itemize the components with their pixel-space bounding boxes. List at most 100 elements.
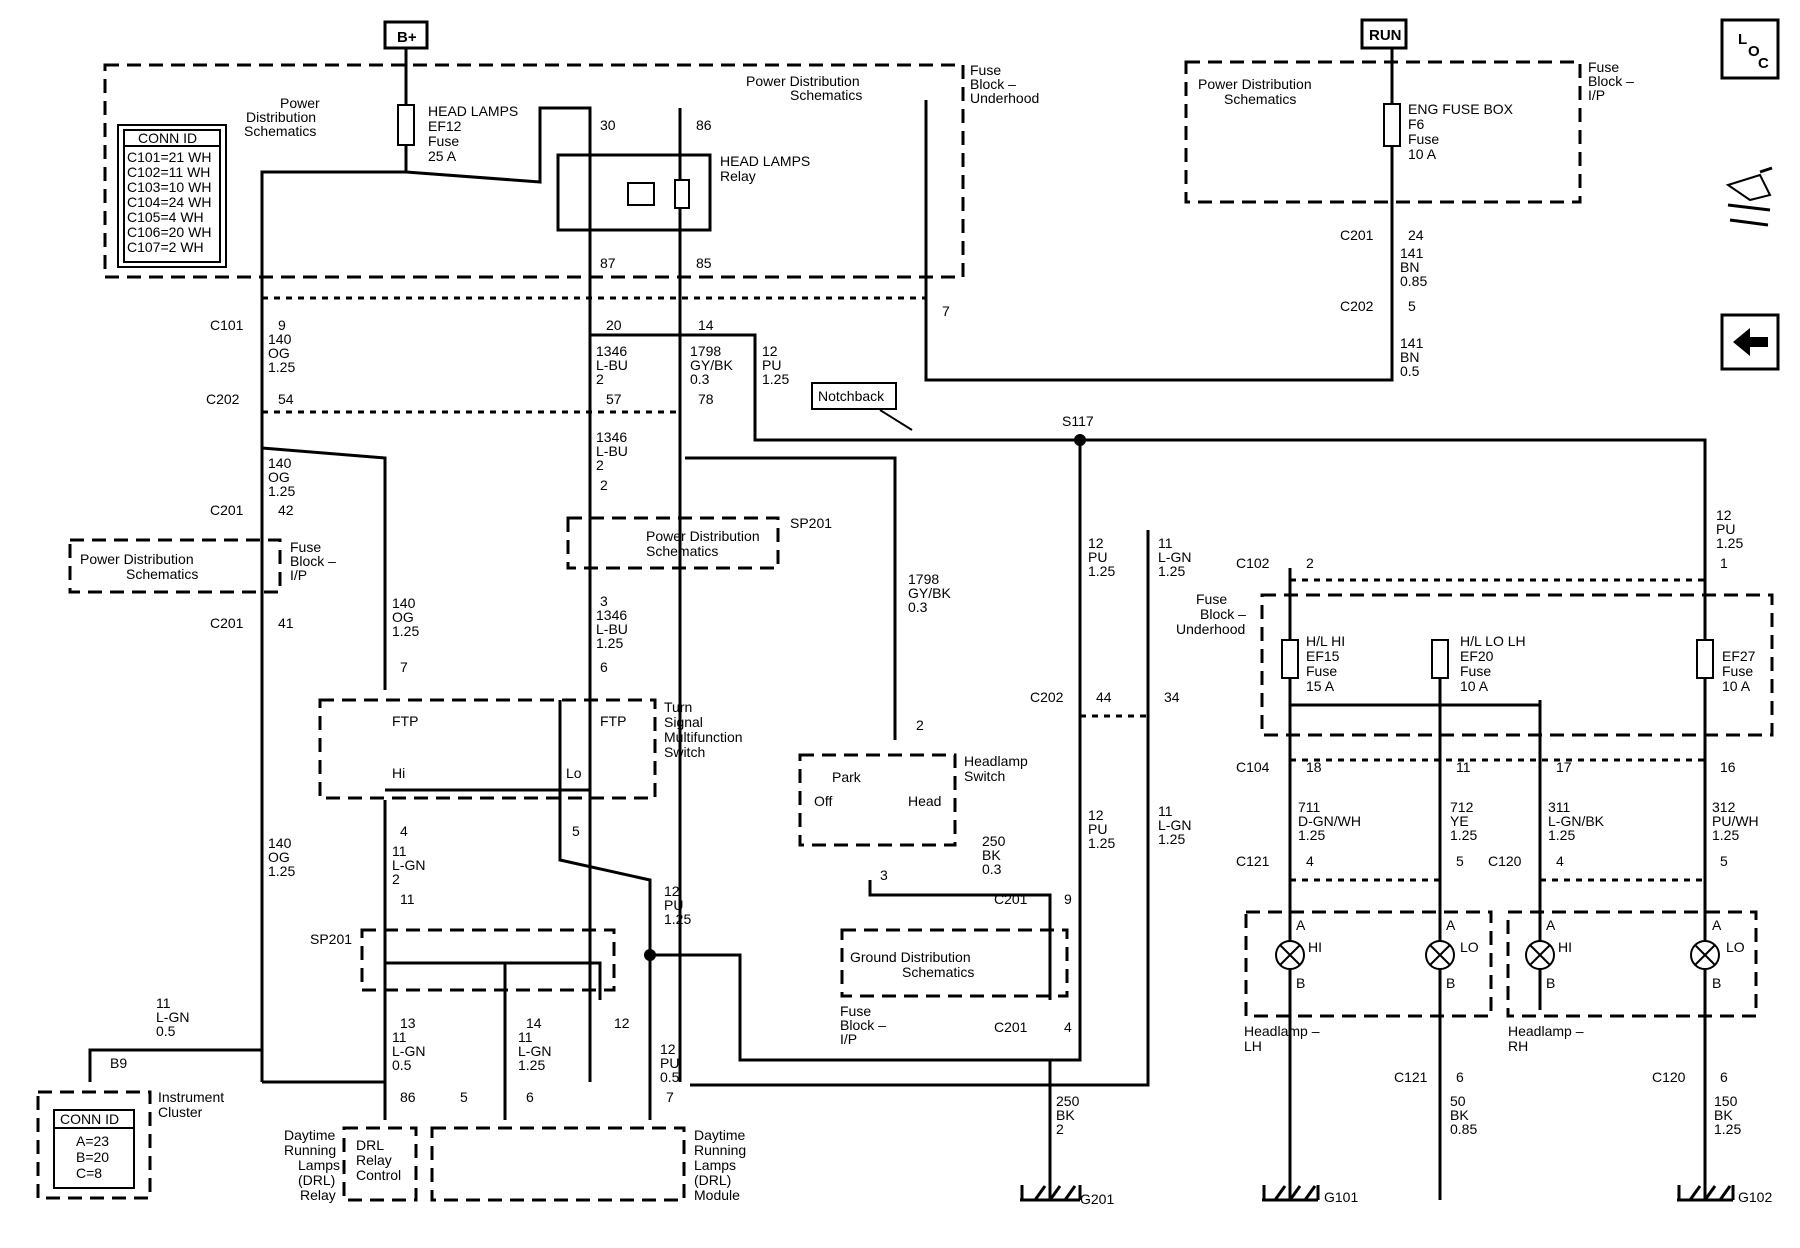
label-line: Distribution: [246, 109, 316, 125]
wire-spec: 140: [392, 595, 416, 611]
wire-spec: BN: [1400, 259, 1419, 275]
label-line: Signal: [664, 714, 703, 730]
label-line: Multifunction: [664, 729, 743, 745]
headlamp-rh-outline: [1506, 910, 1758, 1018]
headlamp-lh-outline: [1244, 910, 1493, 1018]
lo-label: Lo: [566, 765, 582, 781]
wire-spec: GY/BK: [908, 585, 951, 601]
pin-3: 3: [880, 867, 888, 883]
off-label: Off: [814, 793, 833, 809]
pin-86: 86: [696, 117, 712, 133]
label-line: Underhood: [1176, 621, 1245, 637]
wire-spec: L-BU: [596, 357, 628, 373]
wire-spec: 12: [1088, 807, 1104, 823]
wire-spec: PU: [762, 357, 781, 373]
wire-spec: 0.85: [1400, 273, 1427, 289]
wire-spec: 1798: [908, 571, 939, 587]
wire-spec: 0.3: [908, 599, 928, 615]
ground-dist-outline: [840, 928, 1069, 998]
wire-spec: 2: [596, 457, 604, 473]
run-source: [1360, 18, 1408, 50]
label-line: Lamps: [694, 1157, 736, 1173]
label-line: Schematics: [646, 543, 718, 559]
label-line: HEAD LAMPS: [720, 153, 810, 169]
sp201-upper-label: SP201: [790, 515, 832, 531]
connector-view-icon[interactable]: [1725, 166, 1773, 227]
headlamp-lh-lo-bulb: [1425, 940, 1455, 970]
wire-spec: 140: [268, 835, 292, 851]
wire-spec: BK: [982, 847, 1001, 863]
underhood-fuse-block-outline: [103, 63, 965, 279]
label-line: EF20: [1460, 648, 1494, 664]
pin-4: 4: [1556, 853, 1564, 869]
notchback-arrow-icon: [879, 409, 913, 431]
wire-spec: OG: [268, 849, 290, 865]
ground-g102-icon: [1677, 1185, 1735, 1202]
pin-87: 87: [600, 255, 616, 271]
headlamp-rh-lo-bulb: [1690, 940, 1720, 970]
ip-fuse-block-outline: [1184, 60, 1582, 204]
wire-spec: 1.25: [596, 635, 623, 651]
wire-spec: PU: [660, 1055, 679, 1071]
pin-54: 54: [278, 391, 294, 407]
label-line: F6: [1408, 116, 1425, 132]
lamp-b-label: B: [1296, 975, 1305, 991]
c202-label: C202: [1340, 298, 1374, 314]
label-line: Power Distribution: [646, 528, 760, 544]
wire-spec: OG: [268, 469, 290, 485]
label-line: 10 A: [1722, 678, 1751, 694]
ground-g201-icon: [1020, 1185, 1082, 1202]
label-line: (DRL): [298, 1172, 335, 1188]
wire-spec: 1.25: [1714, 1121, 1741, 1137]
label-line: EF15: [1306, 648, 1340, 664]
lamp-b-label: B: [1712, 975, 1721, 991]
wire-spec: 0.5: [156, 1023, 176, 1039]
wire-spec: 1.25: [1548, 827, 1575, 843]
wire-spec: PU: [1716, 521, 1735, 537]
conn-row: C106=20 WH: [127, 224, 211, 240]
label-line: Schematics: [902, 964, 974, 980]
pin-17: 17: [1556, 759, 1572, 775]
back-arrow-button[interactable]: [1720, 313, 1780, 371]
lamp-b-label: B: [1546, 975, 1555, 991]
pin-34: 34: [1164, 689, 1180, 705]
c102-label: C102: [1236, 555, 1270, 571]
conn-id-title: CONN ID: [60, 1111, 119, 1127]
label-line: 25 A: [428, 148, 457, 164]
turn-signal-switch-outline: [318, 698, 657, 800]
wire-spec: 141: [1400, 335, 1424, 351]
drl-relay-outline: [342, 1126, 418, 1202]
label-line: Underhood: [970, 90, 1039, 106]
label-line: DRL: [356, 1137, 384, 1153]
wire-spec: 1346: [596, 429, 627, 445]
label-line: I/P: [1588, 87, 1605, 103]
conn-row: A=23: [76, 1133, 109, 1149]
park-label: Park: [832, 769, 862, 785]
label-line: Fuse: [970, 62, 1001, 78]
splice-dot: [644, 949, 656, 961]
lamp-a-label: A: [1712, 917, 1722, 933]
label-line: I/P: [840, 1031, 857, 1047]
label-line: Block –: [840, 1017, 886, 1033]
label-line: Power Distribution: [1198, 76, 1312, 92]
s117-label: S117: [1062, 413, 1094, 429]
label-line: Fuse: [290, 539, 321, 555]
wire-spec: 0.5: [660, 1069, 680, 1085]
wire-spec: 0.5: [1400, 363, 1420, 379]
pin-6: 6: [600, 659, 608, 675]
head-label: Head: [908, 793, 941, 809]
pin-numbers: 30 86 87 85 9 20 14 7 54 57 78 42 41 2 3…: [278, 117, 1736, 1105]
pin-4: 4: [1064, 1019, 1072, 1035]
wire-spec: 250: [1056, 1093, 1080, 1109]
conn-row: C107=2 WH: [127, 239, 204, 255]
label-line: Relay: [300, 1187, 336, 1203]
wire-spec: 1.25: [1716, 535, 1743, 551]
wire-spec: 11: [392, 843, 407, 859]
wire-spec: 2: [392, 871, 400, 887]
label-line: I/P: [290, 567, 307, 583]
wire-spec: 0.5: [392, 1057, 412, 1073]
wire-spec: YE: [1450, 813, 1469, 829]
location-icon-button[interactable]: L O C: [1720, 18, 1780, 80]
label-line: Headlamp: [964, 753, 1028, 769]
